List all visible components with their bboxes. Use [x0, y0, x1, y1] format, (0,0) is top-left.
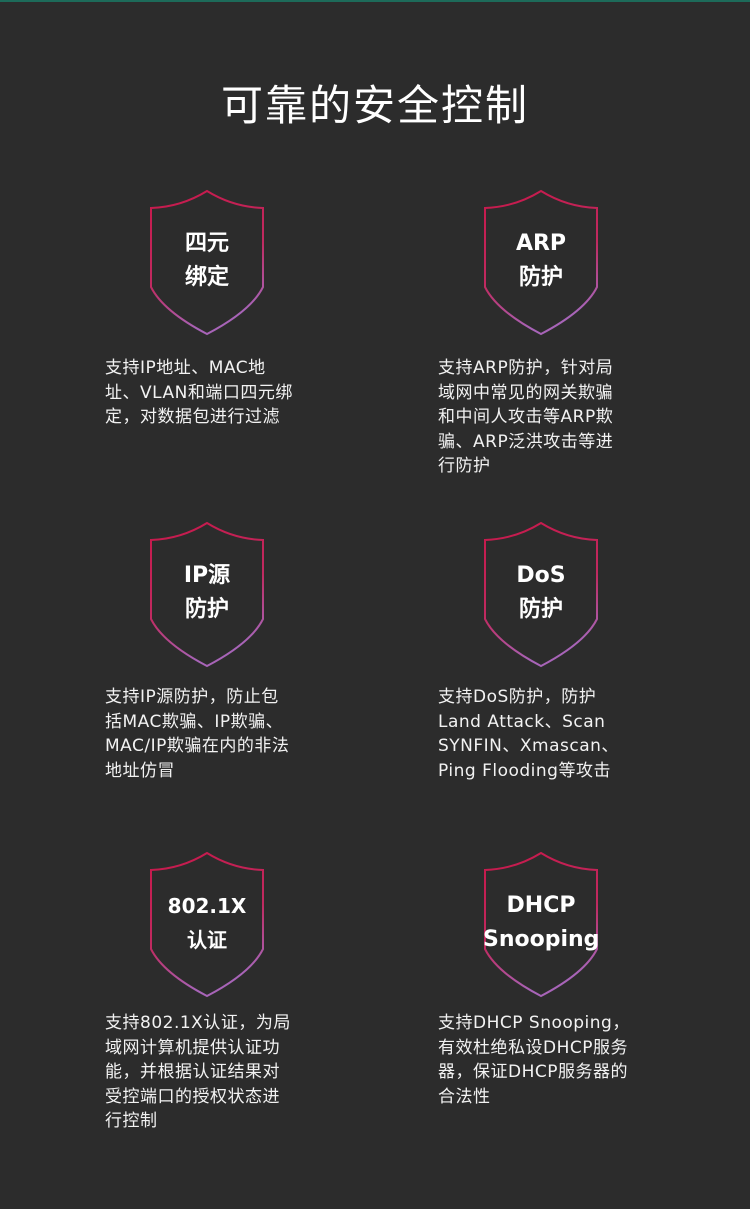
top-accent-line [0, 0, 750, 2]
shield-label: 四元绑定 [149, 227, 265, 295]
description-line: 能，并根据认证结果对 [105, 1062, 280, 1082]
shield-icon: 四元绑定 [149, 189, 265, 337]
shield-label: 802.1X 认证 [149, 889, 265, 957]
description-line: 合法性 [438, 1086, 491, 1107]
feature-description: 支持ARP防护，针对局域网中常见的网关欺骗和中间人攻击等ARP欺骗、ARP泛洪攻… [438, 356, 613, 479]
feature-description: 支持IP地址、MAC地址、VLAN和端口四元绑定，对数据包进行过滤 [105, 356, 293, 430]
page-title: 可靠的安全控制 [220, 81, 529, 130]
shield-label-line: 防护 [184, 597, 229, 622]
shield-label-line: Snooping [483, 927, 600, 952]
description-line: 骗、ARP泛洪攻击等进 [438, 431, 614, 452]
description-line: 定，对数据包进行过滤 [105, 407, 280, 427]
shield-label-line: IP源 [183, 563, 231, 588]
description-line: 括MAC欺骗、IP欺骗、 [105, 711, 284, 732]
shield-label-line: 防护 [518, 265, 563, 290]
description-line: 行防护 [438, 456, 491, 476]
description-line: 支持IP地址、MAC地 [105, 358, 266, 378]
shield-label-line: 802.1X [167, 894, 247, 918]
feature-description: 支持DHCP Snooping， 有效杜绝私设DHCP服务器，保证DHCP服务器的… [438, 1011, 630, 1109]
description-line: 支持802.1X认证，为局 [105, 1013, 291, 1033]
shield-label-line: ARP [515, 231, 567, 256]
description-line: 支持DoS防护，防护 [438, 687, 597, 707]
description-line: 行控制 [105, 1111, 158, 1131]
shield-label-line: DoS [516, 563, 566, 588]
shield-label-line: 防护 [518, 597, 563, 622]
description-line: 有效杜绝私设DHCP服务 [438, 1037, 628, 1058]
shield-label: ARP 防护 [483, 227, 599, 295]
description-line: 支持ARP防护，针对局 [438, 358, 614, 378]
description-line: 支持DHCP Snooping， [438, 1013, 630, 1033]
shield-label: IP源防护 [149, 559, 265, 627]
description-line: SYNFIN、Xmascan、 [438, 736, 619, 756]
feature-description: 支持802.1X认证，为局域网计算机提供认证功能，并根据认证结果对受控端口的授权… [105, 1011, 291, 1134]
shield-label-line: 认证 [187, 928, 227, 952]
description-line: Ping Flooding等攻击 [438, 760, 611, 781]
shield-label: DoS 防护 [483, 559, 599, 627]
shield-icon: IP源防护 [149, 521, 265, 669]
description-line: 域网计算机提供认证功 [105, 1037, 280, 1058]
description-line: 支持IP源防护，防止包 [105, 687, 279, 707]
shield-icon: 802.1X 认证 [149, 851, 265, 999]
shield-label-line: DHCP [506, 893, 576, 918]
description-line: 和中间人攻击等ARP欺 [438, 407, 614, 427]
shield-icon: DoS 防护 [483, 521, 599, 669]
shield-icon: ARP 防护 [483, 189, 599, 337]
description-line: 地址仿冒 [105, 760, 175, 781]
description-line: 受控端口的授权状态进 [105, 1086, 280, 1107]
shield-label-line: 四元 [184, 231, 229, 256]
description-line: 址、VLAN和端口四元绑 [105, 382, 293, 403]
shield-icon: DHCP Snooping [483, 851, 599, 999]
description-line: 器，保证DHCP服务器的 [438, 1062, 628, 1082]
description-line: 域网中常见的网关欺骗 [438, 382, 613, 403]
feature-description: 支持IP源防护，防止包括MAC欺骗、IP欺骗、 MAC/IP欺骗在内的非法地址仿冒 [105, 685, 289, 783]
description-line: Land Attack、Scan [438, 711, 606, 732]
shield-label: DHCP Snooping [483, 889, 599, 957]
description-line: MAC/IP欺骗在内的非法 [105, 736, 290, 756]
shield-label-line: 绑定 [184, 265, 229, 290]
